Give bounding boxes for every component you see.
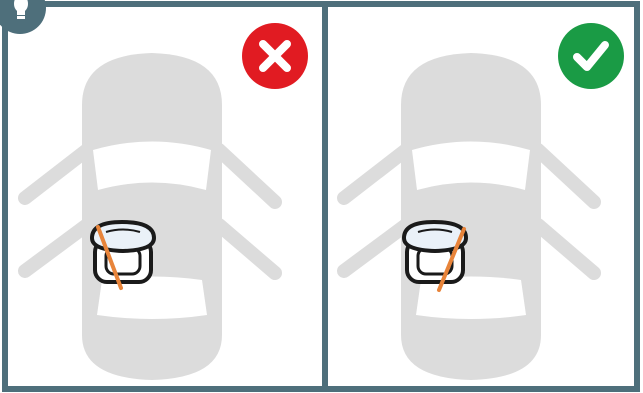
lightbulb-icon bbox=[0, 0, 46, 34]
car-body bbox=[401, 53, 541, 380]
rear-right-door bbox=[538, 225, 594, 273]
correct-badge bbox=[558, 23, 624, 89]
incorrect-badge bbox=[242, 23, 308, 89]
cross-icon bbox=[255, 36, 295, 76]
panel-correct bbox=[326, 5, 638, 388]
front-left-door bbox=[344, 150, 406, 198]
panel-incorrect bbox=[7, 5, 319, 388]
rear-left-door bbox=[344, 225, 406, 271]
front-right-door bbox=[538, 150, 594, 202]
front-right-door bbox=[219, 150, 275, 202]
lightbulb-badge bbox=[0, 0, 46, 34]
checkmark-icon bbox=[570, 35, 612, 77]
car-body bbox=[82, 53, 222, 380]
front-left-door bbox=[25, 150, 87, 198]
rear-right-door bbox=[219, 225, 275, 273]
rear-left-door bbox=[25, 225, 87, 271]
